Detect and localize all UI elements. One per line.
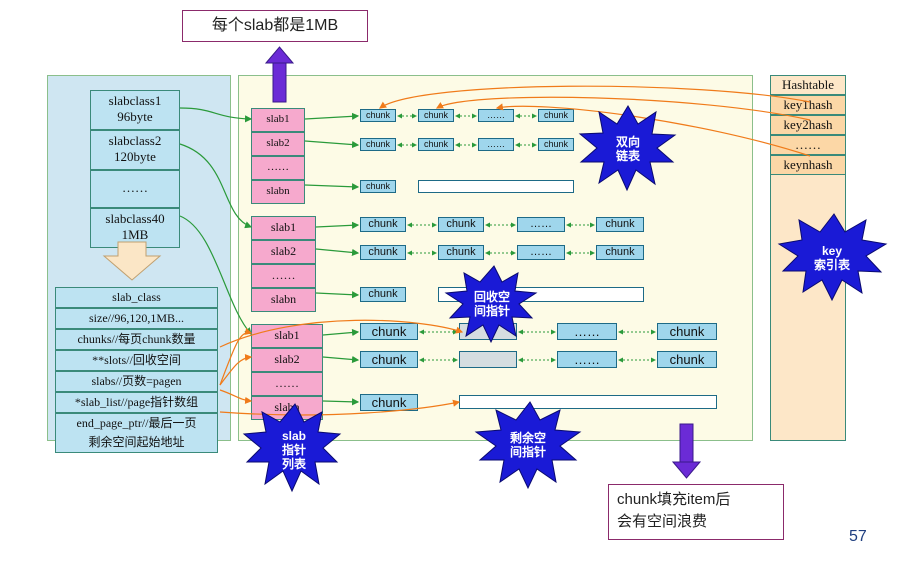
slab-cell: slab1 bbox=[251, 324, 323, 348]
slab-cell: slab1 bbox=[251, 216, 316, 240]
slab-class-struct: slab_class size//96,120,1MB... chunks//每… bbox=[55, 287, 218, 453]
chunk: chunk bbox=[418, 138, 454, 151]
struct-row: slab_class bbox=[55, 287, 218, 308]
chunk-ellipsis: …… bbox=[478, 138, 514, 151]
chunk: chunk bbox=[438, 217, 484, 232]
slabclass-item: slabclass2 120byte bbox=[90, 130, 180, 170]
slabclass-name: …… bbox=[122, 180, 148, 195]
star-free-slots-label: 回收空间指针 bbox=[473, 290, 510, 318]
chunk-ellipsis: …… bbox=[557, 323, 617, 340]
star-remaining-label: 剩余空间指针 bbox=[509, 431, 546, 459]
struct-row: slabs//页数=pagen bbox=[55, 371, 218, 392]
slabclass-item: slabclass40 1MB bbox=[90, 208, 180, 248]
bottom-callout: chunk填充item后 会有空间浪费 bbox=[608, 484, 784, 540]
slab-cell: …… bbox=[251, 264, 316, 288]
struct-row: size//96,120,1MB... bbox=[55, 308, 218, 329]
bottom-callout-line2: 会有空间浪费 bbox=[617, 513, 708, 530]
chunk: chunk bbox=[360, 287, 406, 302]
top-callout: 每个slab都是1MB bbox=[182, 10, 368, 42]
hashtable-entry: key2hash bbox=[770, 115, 846, 135]
star-slab-list bbox=[242, 403, 342, 493]
slab-cell: …… bbox=[251, 372, 323, 396]
chunk: chunk bbox=[360, 323, 418, 340]
slab-cell: …… bbox=[251, 156, 305, 180]
slabclass-name: slabclass2 bbox=[108, 133, 162, 148]
slab-group-1: slab1 slab2 …… slabn bbox=[251, 108, 305, 204]
slab-cell: slab2 bbox=[251, 240, 316, 264]
up-arrow bbox=[264, 46, 295, 103]
slab-cell: slab1 bbox=[251, 108, 305, 132]
chunk-ellipsis: …… bbox=[517, 217, 565, 232]
chunk: chunk bbox=[360, 180, 396, 193]
slab-cell: slabn bbox=[251, 180, 305, 204]
hollow-down-arrow bbox=[102, 241, 162, 281]
chunk: chunk bbox=[538, 109, 574, 122]
page-number: 57 bbox=[849, 528, 867, 545]
chunk-ellipsis: …… bbox=[517, 245, 565, 260]
star-key-index bbox=[777, 213, 888, 302]
hashtable-header: Hashtable bbox=[770, 75, 846, 95]
slabclass-item: …… bbox=[90, 170, 180, 208]
freed-chunk bbox=[459, 351, 517, 368]
chunk: chunk bbox=[438, 245, 484, 260]
slab-group-2: slab1 slab2 …… slabn bbox=[251, 216, 316, 312]
hashtable-entry: key1hash bbox=[770, 95, 846, 115]
chunk: chunk bbox=[360, 109, 396, 122]
struct-row: *slab_list//page指针数组 bbox=[55, 392, 218, 413]
slab-cell: slab2 bbox=[251, 348, 323, 372]
slabclass-item: slabclass1 96byte bbox=[90, 90, 180, 130]
slabclass-size: 1MB bbox=[121, 227, 149, 242]
chunk: chunk bbox=[360, 351, 418, 368]
chunk: chunk bbox=[360, 217, 406, 232]
slabclass-name: slabclass1 bbox=[108, 93, 162, 108]
slabclass-size: 120byte bbox=[114, 149, 156, 164]
slab-cell: slabn bbox=[251, 288, 316, 312]
chunk-ellipsis: …… bbox=[557, 351, 617, 368]
star-linked-list bbox=[578, 105, 677, 192]
star-remaining bbox=[474, 401, 582, 490]
free-space-bar bbox=[418, 180, 574, 193]
struct-row: chunks//每页chunk数量 bbox=[55, 329, 218, 350]
chunk: chunk bbox=[538, 138, 574, 151]
chunk: chunk bbox=[360, 138, 396, 151]
chunk: chunk bbox=[360, 245, 406, 260]
slabclass-name: slabclass40 bbox=[105, 211, 165, 226]
star-free-slots bbox=[444, 265, 538, 344]
bottom-callout-line1: chunk填充item后 bbox=[617, 491, 731, 508]
struct-row: **slots//回收空间 bbox=[55, 350, 218, 371]
chunk: chunk bbox=[418, 109, 454, 122]
chunk: chunk bbox=[596, 217, 644, 232]
slabclass-size: 96byte bbox=[117, 109, 153, 124]
struct-row: 剩余空间起始地址 bbox=[55, 433, 218, 453]
chunk: chunk bbox=[596, 245, 644, 260]
slab-cell: slab2 bbox=[251, 132, 305, 156]
chunk: chunk bbox=[657, 351, 717, 368]
chunk: chunk bbox=[360, 394, 418, 411]
hashtable: Hashtable key1hash key2hash …… keynhash bbox=[770, 75, 846, 175]
slabclass-list: slabclass1 96byte slabclass2 120byte …… … bbox=[90, 90, 180, 248]
struct-row: end_page_ptr//最后一页 bbox=[55, 413, 218, 433]
star-linked-list-label: 双向链表 bbox=[615, 135, 640, 163]
down-arrow bbox=[671, 423, 702, 479]
chunk: chunk bbox=[657, 323, 717, 340]
